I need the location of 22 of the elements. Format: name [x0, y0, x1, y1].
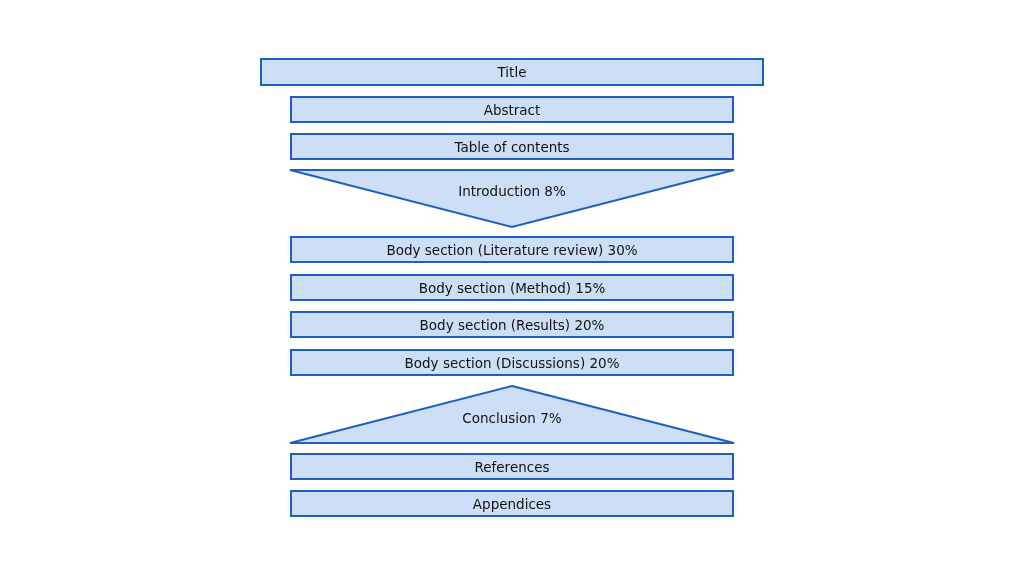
section-bar: [290, 96, 734, 123]
section-bar: [290, 274, 734, 301]
section-label: Table of contents: [454, 138, 570, 155]
section-label: References: [474, 458, 550, 475]
section-bar: [290, 349, 734, 376]
section-label: Title: [497, 64, 527, 80]
section-bar: [290, 236, 734, 263]
section-label: Introduction 8%: [458, 182, 566, 199]
section-bar: [290, 311, 734, 338]
section-bar: [260, 58, 764, 86]
upward-triangle: [290, 386, 734, 443]
section-bar: [290, 133, 734, 160]
section-bar: [290, 453, 734, 480]
section-label: Body section (Method) 15%: [418, 279, 606, 296]
section-label: Body section (Results) 20%: [419, 316, 605, 333]
section-label: Body section (Discussions) 20%: [404, 354, 620, 371]
downward-triangle: [290, 170, 734, 227]
section-bar: [290, 490, 734, 517]
section-label: Body section (Literature review) 30%: [386, 241, 638, 258]
section-label: Conclusion 7%: [462, 409, 562, 426]
section-label: Appendices: [472, 495, 552, 512]
section-label: Abstract: [483, 101, 541, 118]
